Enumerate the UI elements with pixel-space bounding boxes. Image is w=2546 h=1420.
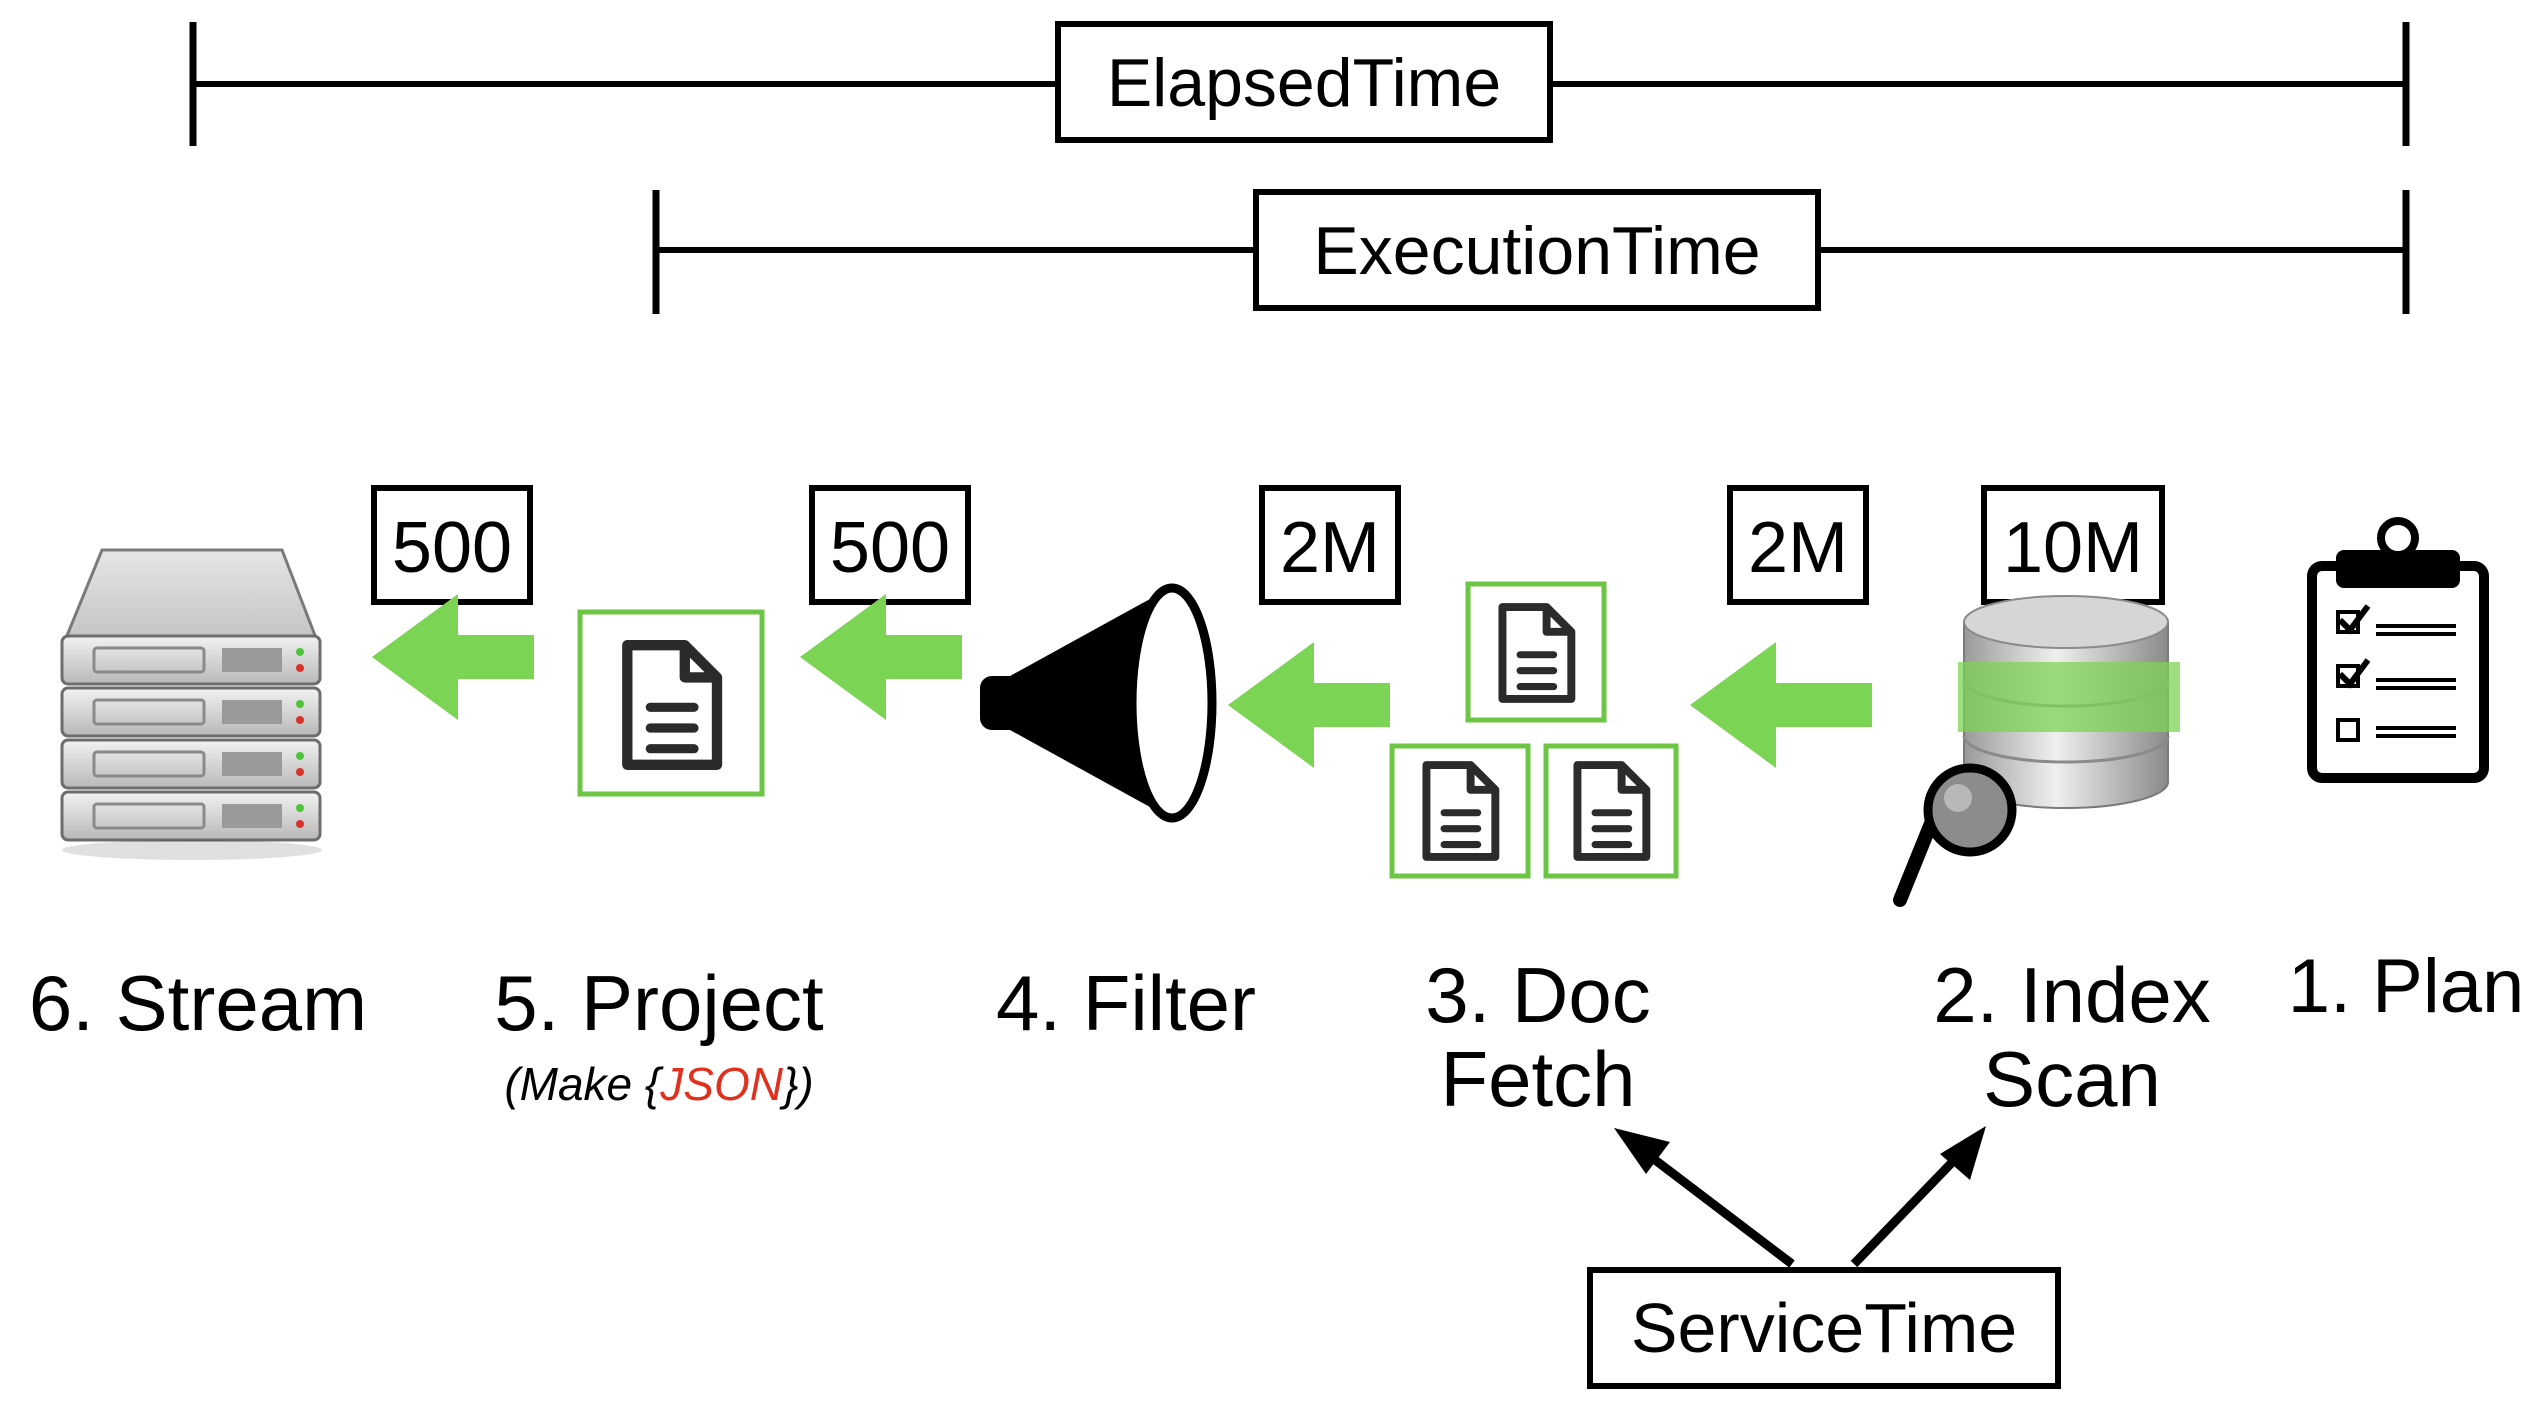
magnifier-icon bbox=[1893, 763, 2017, 907]
execution-time-label: ExecutionTime bbox=[1313, 213, 1760, 289]
stage-label-scan-line2: Scan bbox=[1983, 1035, 2161, 1123]
elapsed-time-label: ElapsedTime bbox=[1107, 45, 1501, 121]
count-box-fetch: 2M bbox=[1727, 485, 1869, 605]
service-time-label: ServiceTime bbox=[1631, 1289, 2017, 1367]
project-note: (Make {JSON}) bbox=[504, 1058, 813, 1110]
project-note-suffix: }) bbox=[779, 1058, 814, 1110]
funnel-icon bbox=[980, 583, 1217, 823]
count-box-scan: 10M bbox=[1981, 485, 2165, 605]
stage-label-plan: 1. Plan bbox=[2288, 944, 2525, 1029]
count-box-stream: 500 bbox=[371, 485, 533, 605]
elapsed-time-bracket: ElapsedTime bbox=[189, 21, 2410, 146]
flow-arrow-to-stream bbox=[372, 594, 534, 720]
server-stack-icon bbox=[60, 548, 322, 860]
flow-arrow-to-filter bbox=[1228, 642, 1390, 768]
stage-label-project: 5. Project bbox=[494, 959, 824, 1047]
count-fetch-value: 2M bbox=[1748, 508, 1848, 588]
count-project-value: 500 bbox=[830, 508, 950, 588]
stage-label-stream: 6. Stream bbox=[29, 959, 367, 1047]
stage-label-filter: 4. Filter bbox=[996, 959, 1256, 1047]
project-note-json: JSON bbox=[659, 1058, 783, 1110]
project-document-box bbox=[577, 609, 765, 797]
service-time-arrows bbox=[1614, 1126, 1986, 1268]
count-box-filter: 2M bbox=[1259, 485, 1401, 605]
database-search-icon bbox=[1893, 595, 2180, 907]
clipboard-checklist-icon bbox=[2307, 517, 2489, 783]
service-time-box: ServiceTime bbox=[1587, 1267, 2061, 1389]
stage-label-fetch-line2: Fetch bbox=[1440, 1035, 1635, 1123]
count-stream-value: 500 bbox=[392, 508, 512, 588]
execution-time-bracket: ExecutionTime bbox=[652, 189, 2410, 314]
flow-arrow-to-project bbox=[800, 594, 962, 720]
count-scan-value: 10M bbox=[2003, 508, 2143, 588]
index-highlight-band bbox=[1958, 662, 2180, 732]
count-box-project: 500 bbox=[809, 485, 971, 605]
flow-arrow-to-fetch bbox=[1690, 642, 1872, 768]
stage-label-scan-line1: 2. Index bbox=[1933, 951, 2211, 1039]
project-note-prefix: (Make { bbox=[504, 1058, 664, 1110]
stage-label-fetch-line1: 3. Doc bbox=[1425, 951, 1650, 1039]
fetched-documents-group bbox=[1389, 581, 1679, 879]
count-filter-value: 2M bbox=[1280, 508, 1380, 588]
